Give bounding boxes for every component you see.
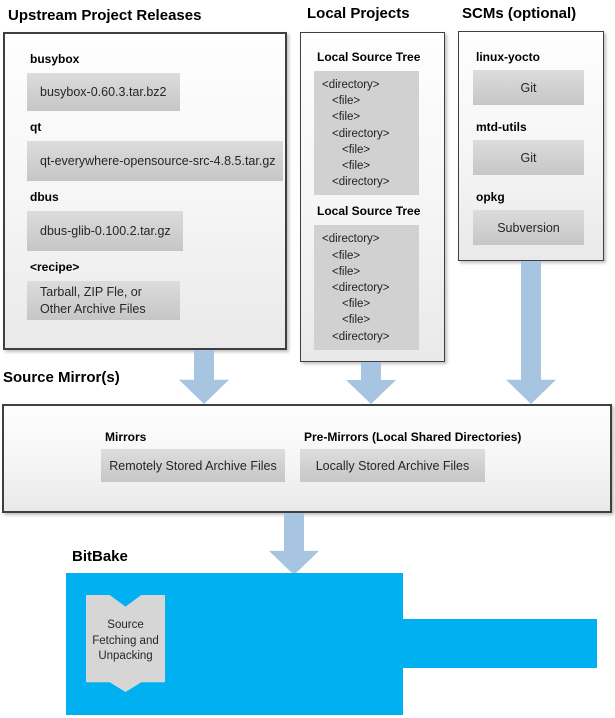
upstream-releases-box: busybox busybox-0.60.3.tar.bz2 qt qt-eve… [3,32,287,350]
tree-entry: <file> [342,143,371,156]
local-projects-box: Local Source Tree <directory> <file> <fi… [300,32,445,362]
upstream-item-file: qt-everywhere-opensource-src-4.8.5.tar.g… [27,141,283,181]
scm-item-type: Git [473,140,584,175]
tree-entry: <file> [332,111,361,124]
tree-entry: <directory> [332,282,390,295]
source-tree-listing: <directory> <file> <file> <directory> <f… [314,225,419,350]
scm-item-label: mtd-utils [476,120,527,134]
mirrors-value-box: Remotely Stored Archive Files [101,449,285,482]
tree-entry: <file> [332,265,361,278]
tree-entry: <directory> [322,79,380,91]
upstream-item-qt: qt qt-everywhere-opensource-src-4.8.5.ta… [27,120,285,181]
tree-entry: <file> [342,160,371,173]
tree-entry: <directory> [322,233,380,246]
source-tree-listing: <directory> <file> <file> <directory> <f… [314,71,419,196]
tree-entry: <file> [332,249,361,262]
tree-entry: <file> [342,298,371,311]
upstream-item-file-line1: Tarball, ZIP Fle, or [40,284,142,299]
source-fetching-ribbon: Source Fetching and Unpacking [86,595,165,692]
scm-item-linux-yocto: linux-yocto Git [473,50,603,105]
upstream-item-busybox: busybox busybox-0.60.3.tar.bz2 [27,52,285,111]
tree-entry: <directory> [332,330,390,343]
upstream-item-label: dbus [30,190,59,204]
tree-entry: <directory> [332,127,390,140]
scms-box: linux-yocto Git mtd-utils Git opkg Subve… [458,31,604,261]
upstream-item-file-line2: Other Archive Files [40,301,146,316]
upstream-item-label: <recipe> [30,260,80,274]
tree-entry: <directory> [332,176,390,189]
mirrors-label: Mirrors [105,430,147,444]
local-projects-title: Local Projects [307,5,410,22]
arrow-local-to-mirrors-icon [346,362,396,404]
upstream-title: Upstream Project Releases [8,7,202,24]
local-source-tree-label: Local Source Tree [317,50,421,64]
tree-entry: <file> [342,314,371,327]
local-source-tree-label: Local Source Tree [317,204,421,219]
upstream-item-recipe: <recipe> Tarball, ZIP Fle, or Other Arch… [27,260,285,320]
scm-item-type: Git [473,70,584,105]
arrow-upstream-to-mirrors-icon [179,350,229,404]
scm-item-type: Subversion [473,210,584,245]
arrow-mirrors-to-bitbake-icon [269,513,319,575]
upstream-item-file: Tarball, ZIP Fle, or Other Archive Files [27,281,180,320]
source-mirrors-title: Source Mirror(s) [3,369,120,386]
premirrors-label: Pre-Mirrors (Local Shared Directories) [304,430,522,444]
upstream-item-label: busybox [30,52,80,66]
bitbake-output-bar [403,619,597,668]
premirrors-value-box: Locally Stored Archive Files [300,449,485,482]
local-source-tree-1: Local Source Tree <directory> <file> <fi… [314,50,444,196]
scm-item-label: linux-yocto [476,50,541,64]
source-fetching-step-label: Source Fetching and Unpacking [92,619,159,662]
bitbake-title: BitBake [72,548,128,565]
scms-title: SCMs (optional) [462,5,577,22]
local-source-tree-2: Local Source Tree <directory> <file> <fi… [314,204,444,350]
upstream-item-label: qt [30,120,42,134]
tree-entry: <file> [332,95,361,108]
upstream-item-dbus: dbus dbus-glib-0.100.2.tar.gz [27,190,285,251]
arrow-scms-to-mirrors-icon [506,261,556,404]
upstream-item-file: dbus-glib-0.100.2.tar.gz [27,211,183,251]
scm-item-mtd-utils: mtd-utils Git [473,120,603,175]
upstream-item-file: busybox-0.60.3.tar.bz2 [27,73,180,111]
scm-item-label: opkg [476,190,505,204]
scm-item-opkg: opkg Subversion [473,190,603,245]
source-mirrors-box: Mirrors Remotely Stored Archive Files Pr… [2,404,612,513]
